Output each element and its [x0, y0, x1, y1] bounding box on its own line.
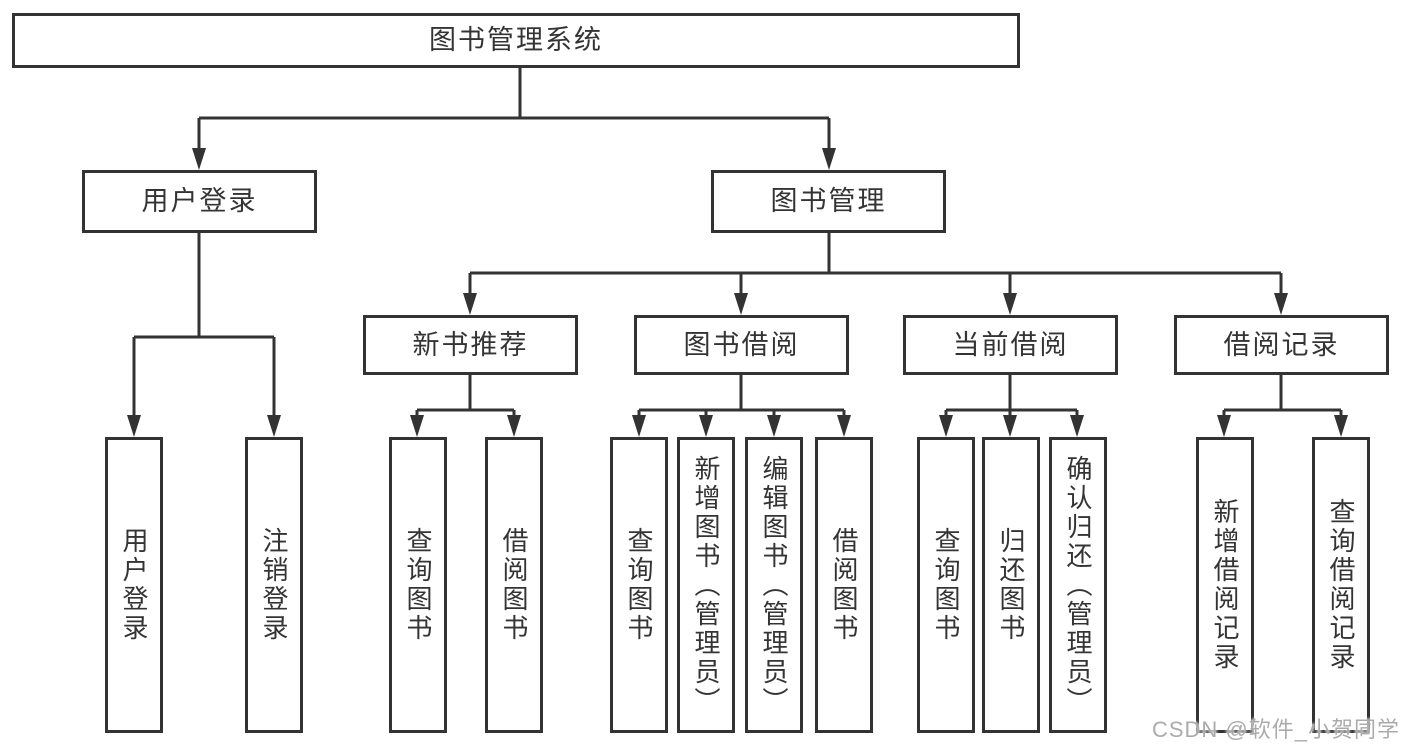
- node-label: 用户登录: [141, 186, 258, 216]
- leaf-query-books-current: 查询图书: [917, 437, 975, 733]
- node-label: 新书推荐: [412, 329, 529, 360]
- node-label: 查询图书: [624, 527, 654, 643]
- leaf-query-borrow-record: 查询借阅记录: [1312, 437, 1370, 733]
- node-label: 确认归还（管理员）: [1063, 454, 1093, 716]
- leaf-return-book: 归还图书: [982, 437, 1040, 733]
- group-borrow-records: 借阅记录: [1174, 315, 1389, 375]
- node-label: 图书借阅: [683, 329, 800, 360]
- leaf-query-books-recommend: 查询图书: [389, 437, 447, 733]
- leaf-confirm-return-admin: 确认归还（管理员）: [1049, 437, 1107, 733]
- leaf-logout: 注销登录: [245, 437, 303, 733]
- group-book-borrow: 图书借阅: [634, 315, 849, 375]
- node-label: 借阅记录: [1223, 329, 1340, 360]
- csdn-watermark: CSDN @软件_小贺同学: [1151, 717, 1400, 742]
- leaf-borrow-books: 借阅图书: [815, 437, 873, 733]
- leaf-query-books-borrow: 查询图书: [610, 437, 668, 733]
- node-label: 查询图书: [403, 527, 433, 643]
- node-label: 当前借阅: [952, 329, 1069, 360]
- leaf-edit-book-admin: 编辑图书（管理员）: [745, 437, 803, 733]
- node-label: 借阅图书: [829, 527, 859, 643]
- node-label: 图书管理: [770, 186, 887, 216]
- node-label: 图书管理系统: [429, 25, 603, 55]
- leaf-add-borrow-record: 新增借阅记录: [1196, 437, 1254, 733]
- node-label: 新增借阅记录: [1210, 498, 1240, 672]
- node-label: 查询图书: [931, 527, 961, 643]
- node-label: 借阅图书: [499, 527, 529, 643]
- leaf-borrow-books-recommend: 借阅图书: [485, 437, 543, 733]
- group-new-book-recommend: 新书推荐: [363, 315, 578, 375]
- node-label: 新增图书（管理员）: [691, 454, 721, 716]
- node-label: 编辑图书（管理员）: [759, 454, 789, 716]
- branch-user-login: 用户登录: [82, 170, 317, 233]
- node-label: 用户登录: [119, 527, 149, 643]
- branch-book-management: 图书管理: [711, 170, 946, 233]
- node-library-management-system: 图书管理系统: [12, 13, 1020, 68]
- node-label: 注销登录: [259, 527, 289, 643]
- leaf-add-book-admin: 新增图书（管理员）: [677, 437, 735, 733]
- leaf-user-login: 用户登录: [105, 437, 163, 733]
- node-label: 查询借阅记录: [1326, 498, 1356, 672]
- node-label: 归还图书: [996, 527, 1026, 643]
- group-current-borrow: 当前借阅: [903, 315, 1118, 375]
